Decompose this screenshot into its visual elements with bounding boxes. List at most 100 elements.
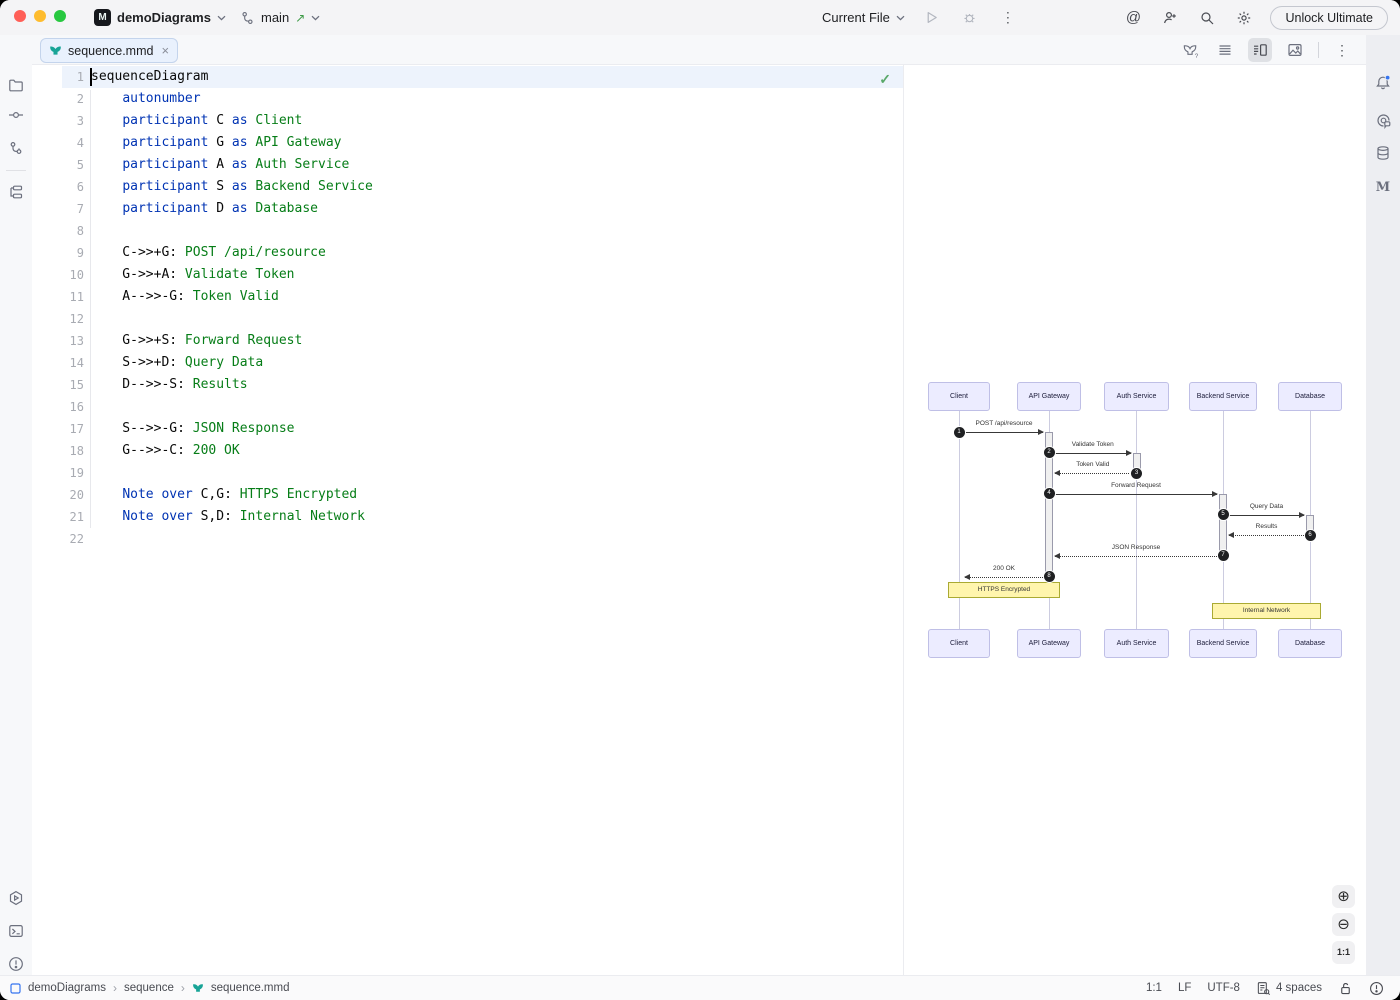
editor-more-options-icon[interactable]: ⋮: [1330, 38, 1354, 62]
arrowhead: [1054, 553, 1060, 559]
zoom-out-button[interactable]: ⊖: [1332, 913, 1355, 936]
breadcrumb-file[interactable]: sequence.mmd: [211, 982, 290, 994]
note-box: Internal Network: [1212, 603, 1321, 619]
code-line: 8: [32, 220, 903, 242]
notifications-bell-icon[interactable]: [1371, 71, 1395, 95]
more-tool-windows-icon[interactable]: [4, 211, 28, 235]
editor-only-icon[interactable]: [1213, 38, 1237, 62]
line-number: 5: [32, 154, 84, 176]
code-line: 5 participant A as Auth Service: [32, 154, 903, 176]
message-line: [1055, 473, 1131, 474]
line-number: 21: [32, 506, 84, 528]
autonumber-badge: 4: [1044, 488, 1055, 499]
message-line: [1229, 515, 1304, 516]
arrowhead: [1126, 450, 1132, 456]
code-editor[interactable]: 1sequenceDiagram2 autonumber3 participan…: [32, 65, 904, 975]
add-user-icon[interactable]: [1159, 7, 1181, 29]
ai-chat-icon[interactable]: [1371, 108, 1395, 132]
code-line: 4 participant G as API Gateway: [32, 132, 903, 154]
encoding-widget[interactable]: UTF-8: [1207, 982, 1240, 994]
breadcrumb-folder[interactable]: sequence: [124, 982, 174, 994]
close-window-button[interactable]: [14, 10, 26, 22]
ai-assistant-icon[interactable]: @: [1122, 7, 1144, 29]
tab-sequence-mmd[interactable]: sequence.mmd ×: [40, 38, 178, 63]
services-icon[interactable]: [4, 886, 28, 910]
minimize-window-button[interactable]: [34, 10, 46, 22]
line-number: 8: [32, 220, 84, 242]
message-line: [1055, 494, 1217, 495]
participant-box-bottom: Backend Service: [1189, 629, 1257, 658]
breadcrumb-project[interactable]: demoDiagrams: [28, 982, 106, 994]
mermaid-panel-icon[interactable]: M: [1371, 175, 1395, 199]
line-number: 17: [32, 418, 84, 440]
zoom-in-button[interactable]: ⊕: [1332, 885, 1355, 908]
message-label: POST /api/resource: [934, 420, 1074, 427]
indent-widget[interactable]: 4 spaces: [1256, 981, 1322, 996]
line-number: 10: [32, 264, 84, 286]
autonumber-badge: 2: [1044, 447, 1055, 458]
code-line: 20 Note over C,G: HTTPS Encrypted: [32, 484, 903, 506]
inspections-ok-icon[interactable]: ✓: [879, 71, 891, 88]
arrowhead: [964, 574, 970, 580]
line-ending-widget[interactable]: LF: [1178, 982, 1191, 994]
arrowhead: [1299, 512, 1305, 518]
database-icon[interactable]: [1371, 141, 1395, 165]
code-line: 14 S->>+D: Query Data: [32, 352, 903, 374]
more-actions-button[interactable]: ⋮: [997, 7, 1019, 29]
mermaid-help-icon[interactable]: ?: [1178, 38, 1202, 62]
message-label: Query Data: [1197, 503, 1337, 510]
message-line: [965, 577, 1043, 578]
statusbar: demoDiagrams › sequence › sequence.mmd 1…: [0, 975, 1400, 1000]
tab-label: sequence.mmd: [68, 44, 153, 58]
breadcrumb: demoDiagrams › sequence › sequence.mmd: [10, 976, 289, 1000]
problems-icon[interactable]: [4, 952, 28, 976]
autonumber-badge: 1: [954, 427, 965, 438]
statusbar-widgets: 1:1 LF UTF-8 4 spaces: [1146, 976, 1384, 1000]
push-arrow-icon: ↗: [295, 11, 305, 25]
preview-only-icon[interactable]: [1283, 38, 1307, 62]
git-icon[interactable]: [4, 136, 28, 160]
project-folder-icon[interactable]: [4, 73, 28, 97]
titlebar-actions: @ Unlock Ultimate: [1122, 4, 1388, 31]
terminal-icon[interactable]: [4, 919, 28, 943]
git-branch-icon: [240, 10, 255, 26]
settings-gear-icon[interactable]: [1233, 7, 1255, 29]
line-number: 7: [32, 198, 84, 220]
participant-box-top: Client: [928, 382, 990, 411]
unlock-ultimate-button[interactable]: Unlock Ultimate: [1270, 6, 1388, 30]
project-module-icon: [10, 983, 21, 994]
caret-position-widget[interactable]: 1:1: [1146, 982, 1162, 994]
code-line: 13 G->>+S: Forward Request: [32, 330, 903, 352]
editor-and-preview-icon[interactable]: [1248, 38, 1272, 62]
lock-icon[interactable]: [1338, 981, 1353, 996]
run-button[interactable]: [921, 7, 943, 29]
code-lines: 1sequenceDiagram2 autonumber3 participan…: [32, 66, 903, 550]
branch-widget[interactable]: main ↗: [234, 5, 326, 30]
code-line: 21 Note over S,D: Internal Network: [32, 506, 903, 528]
arrowhead: [1228, 532, 1234, 538]
code-line: 18 G-->>-C: 200 OK: [32, 440, 903, 462]
mermaid-file-icon: [49, 44, 62, 57]
fullscreen-window-button[interactable]: [54, 10, 66, 22]
code-line: 16: [32, 396, 903, 418]
participant-box-top: Auth Service: [1104, 382, 1169, 411]
commit-icon[interactable]: [4, 103, 28, 127]
zoom-reset-button[interactable]: 1:1: [1332, 941, 1355, 964]
line-number: 1: [32, 66, 84, 88]
debug-button[interactable]: [959, 7, 981, 29]
line-number: 12: [32, 308, 84, 330]
message-label: Validate Token: [1023, 441, 1163, 448]
mermaid-file-icon: [192, 982, 204, 994]
code-line: 19: [32, 462, 903, 484]
search-icon[interactable]: [1196, 7, 1218, 29]
line-number: 19: [32, 462, 84, 484]
mermaid-preview-pane: POST /api/resource1Validate Token2Token …: [905, 65, 1366, 975]
structure-icon[interactable]: [4, 180, 28, 204]
line-number: 4: [32, 132, 84, 154]
line-number: 2: [32, 88, 84, 110]
error-analysis-icon[interactable]: [1369, 981, 1384, 996]
project-widget[interactable]: M demoDiagrams: [88, 5, 232, 30]
close-icon[interactable]: ×: [161, 43, 169, 58]
run-config-selector[interactable]: Current File: [822, 10, 905, 25]
